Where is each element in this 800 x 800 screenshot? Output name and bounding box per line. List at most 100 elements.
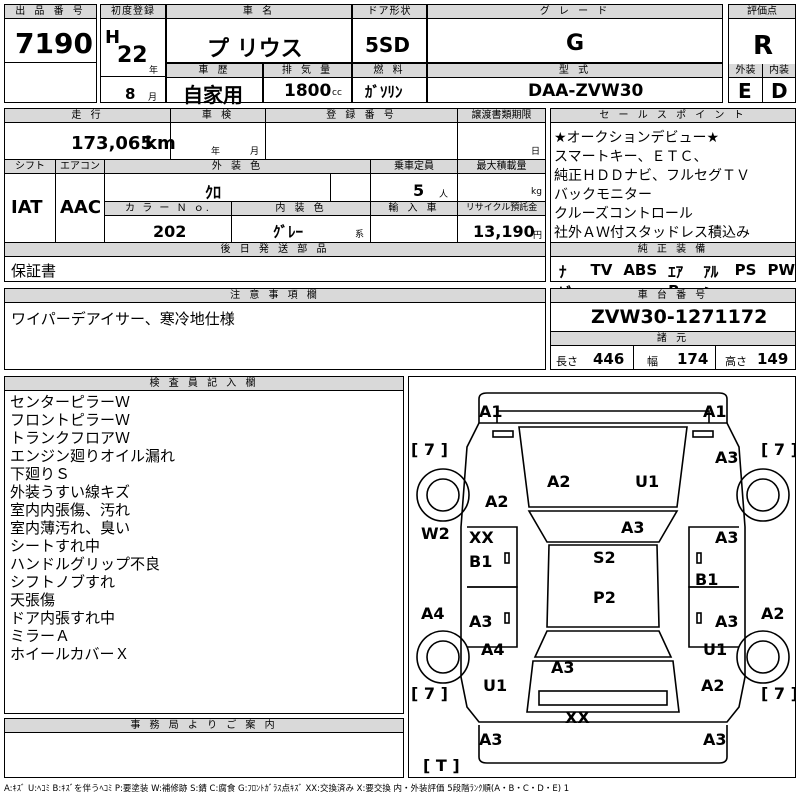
score-box: 評価点 R 外装 内装 E D <box>728 4 796 103</box>
car-name-box: 車 名 プ リウス <box>166 4 352 63</box>
capacity-label: 乗車定員 <box>370 160 457 174</box>
front-bumper-outline <box>478 392 728 423</box>
displacement-unit: cc <box>332 88 342 98</box>
mark-a3-rear-left: A3 <box>479 730 503 749</box>
equipment-label: 純 正 装 備 <box>551 243 795 257</box>
damage-diagram-box: A1 A1 [ 7 ] [ 7 ] A3 A2 U1 A2 A3 W2 XX A… <box>408 376 796 778</box>
inspector-line: フロントピラーＷ <box>10 411 131 429</box>
later-parts-label: 後 日 発 送 部 品 <box>5 243 545 257</box>
mark-b1-front-left: B1 <box>469 552 492 571</box>
rear-left-wheel <box>416 630 470 684</box>
length: 446 <box>593 350 625 368</box>
sales-point-list: ★オークションデビュー★ スマートキー、ＥＴＣ、 純正ＨＤＤナビ、フルセグＴＶ … <box>554 129 750 243</box>
transfer-day-unit: 日 <box>531 147 541 157</box>
equipment-item: PW <box>767 261 796 279</box>
inspector-line: ハンドルグリップ不良 <box>10 555 161 573</box>
int-color: ｸﾞﾚｰ <box>273 223 304 241</box>
width-label: 幅 <box>647 355 658 368</box>
model-box: 型 式 DAA-ZVW30 <box>427 63 723 103</box>
door-box: ドア形状 5SD <box>352 4 427 63</box>
mark-a3-right-door: A3 <box>715 528 739 547</box>
inspector-line: ドア内張すれ中 <box>10 609 116 627</box>
office-box: 事 務 局 よ り ご 案 内 <box>4 718 404 778</box>
sales-point-line: 純正ＨＤＤナビ、フルセグＴＶ <box>554 168 750 184</box>
inspector-line: 下廻りＳ <box>10 465 71 483</box>
color-no-label: カ ラ ー Ｎ ｏ. <box>104 202 231 216</box>
equipment-item: ABS <box>623 261 658 279</box>
lot-number-box: 出 品 番 号 7190 <box>4 4 97 103</box>
capacity-unit: 人 <box>439 190 449 200</box>
import-label: 輸 入 車 <box>370 202 457 216</box>
chassis-box: 車 台 番 号 ZVW30-1271172 諸 元 長さ 446 幅 174 高… <box>550 288 796 370</box>
history-label: 車 歴 <box>167 64 262 78</box>
mark-a2-right-quarter: A2 <box>761 604 785 623</box>
fuel-box: 燃 料 ｶﾞｿﾘﾝ <box>352 63 427 103</box>
mileage: 173,065 <box>71 133 153 154</box>
sales-point-line: バックモニター <box>554 187 652 203</box>
first-reg-month: 8 <box>125 85 136 103</box>
mark-a3-left-rear-door: A3 <box>469 612 493 631</box>
notes-label: 注 意 事 項 欄 <box>5 289 545 303</box>
recycle-unit: 円 <box>533 231 543 241</box>
grade-label: グ レ ー ド <box>428 5 722 19</box>
inspector-box: 検 査 員 記 入 欄 センターピラーＷ フロントピラーＷ トランクフロアＷ エ… <box>4 376 404 714</box>
hood-outline <box>518 426 688 508</box>
air-conditioner: AAC <box>60 197 102 218</box>
body-outline <box>460 422 746 723</box>
chassis-label: 車 台 番 号 <box>551 289 795 303</box>
mark-a3-right-rear-door: A3 <box>715 612 739 631</box>
later-parts: 保証書 <box>11 262 57 280</box>
int-color-label: 内 装 色 <box>231 202 370 216</box>
car-name: プ リウス <box>207 37 303 62</box>
front-right-wheel <box>736 468 790 522</box>
notes-text: ワイパーデアイサー、寒冷地仕様 <box>11 310 235 328</box>
model-code: DAA-ZVW30 <box>528 81 644 101</box>
front-left-wheel <box>416 468 470 522</box>
tire-spare: [ T ] <box>423 756 460 775</box>
mileage-label: 走 行 <box>5 109 170 123</box>
inspector-line: 外装うすい線キズ <box>10 483 131 501</box>
color-number: 202 <box>153 222 187 241</box>
int-color-unit: 系 <box>355 230 365 240</box>
exterior-label: 外装 <box>729 64 762 78</box>
mark-a3-front-right: A3 <box>715 448 739 467</box>
mark-b1-right: B1 <box>695 570 718 589</box>
mark-a4: A4 <box>421 604 445 623</box>
mark-xx-front-left: XX <box>469 528 494 547</box>
displacement: 1800 <box>284 81 332 101</box>
inspector-line: エンジン廻りオイル漏れ <box>10 447 176 465</box>
shift: IAT <box>11 197 43 218</box>
era: H <box>105 27 121 48</box>
load-unit: kg <box>531 187 542 197</box>
mark-xx-rear: XX <box>565 708 590 727</box>
transfer-label: 譲渡書類期限 <box>457 109 545 123</box>
sales-point-label: セ ー ル ス ポ イ ン ト <box>551 109 795 123</box>
fuel: ｶﾞｿﾘﾝ <box>365 83 403 101</box>
interior-label: 内装 <box>762 64 795 78</box>
fuel-label: 燃 料 <box>353 64 426 78</box>
mark-s2: S2 <box>593 548 616 567</box>
rear-right-wheel <box>736 630 790 684</box>
mark-a2-hood: A2 <box>547 472 571 491</box>
exterior-score: E <box>738 79 752 103</box>
sales-point-line: クルーズコントロール <box>554 206 693 222</box>
mark-a2-fender: A2 <box>485 492 509 511</box>
door-type: 5SD <box>365 33 410 57</box>
mark-a1-right: A1 <box>703 402 727 421</box>
mark-a4-left-quarter: A4 <box>481 640 505 659</box>
equipment-list: ﾅﾋﾞ TV ABS ｴｱB ｱﾙﾐ PS PW <box>559 261 795 303</box>
mark-u1-left-rear: U1 <box>483 676 507 695</box>
mark-a3-cowl: A3 <box>621 518 645 537</box>
height-label: 高さ <box>725 355 747 368</box>
notes-box: 注 意 事 項 欄 ワイパーデアイサー、寒冷地仕様 <box>4 288 546 370</box>
mark-u1-right-quarter: U1 <box>703 640 727 659</box>
mark-a3-trunk: A3 <box>551 658 575 677</box>
tire-fl: [ 7 ] <box>411 440 448 459</box>
score-label: 評価点 <box>729 5 795 19</box>
shift-label: シフト <box>5 160 55 174</box>
left-rear-door <box>467 586 518 648</box>
door-label: ドア形状 <box>353 5 426 19</box>
displacement-label: 排 気 量 <box>264 64 351 78</box>
office-label: 事 務 局 よ り ご 案 内 <box>5 719 403 733</box>
inspector-line: シートすれ中 <box>10 537 101 555</box>
